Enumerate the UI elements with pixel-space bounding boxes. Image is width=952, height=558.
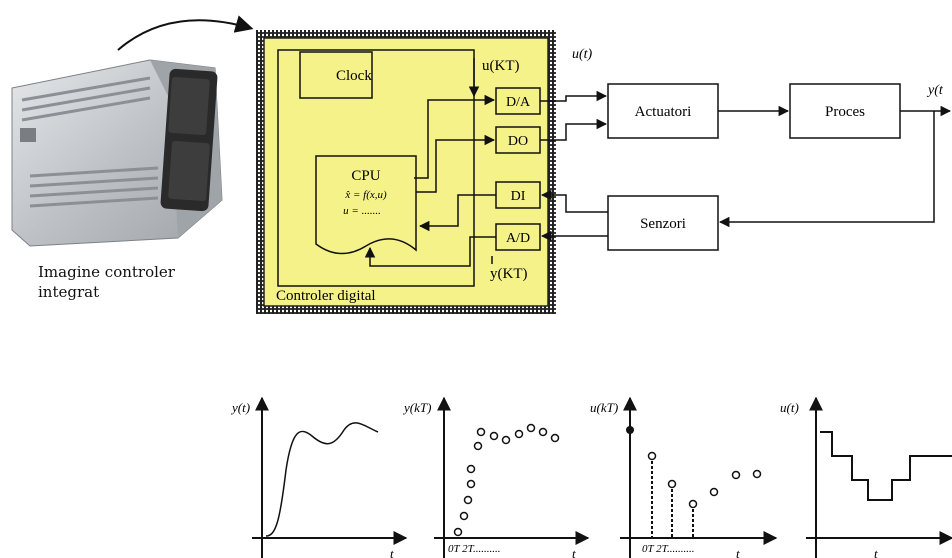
svg-text:y(kT): y(kT) xyxy=(402,400,431,415)
ecu-caption-line-2: integrat xyxy=(38,283,100,301)
sample-point xyxy=(473,441,483,451)
senzori-label: Senzori xyxy=(640,216,686,232)
sample-point xyxy=(476,427,486,437)
port-di xyxy=(495,181,541,209)
ecu-image xyxy=(11,59,223,247)
external-wiring xyxy=(540,90,952,242)
port-di-label: DI xyxy=(511,189,526,204)
sample-point xyxy=(453,527,463,537)
sample-point xyxy=(550,433,560,443)
senzori-block xyxy=(607,195,719,251)
ecu-caption-line-1: Imagine controler xyxy=(38,263,175,281)
svg-text:t: t xyxy=(736,546,740,558)
plot-y-sampled: y(kT) t 0T 2T.......... xyxy=(402,396,590,558)
cpu-block xyxy=(315,155,417,255)
controller-title: Controler digital xyxy=(276,288,376,304)
pointer-arrow xyxy=(117,15,254,51)
clock-label: Clock xyxy=(336,68,372,84)
svg-text:t: t xyxy=(874,546,878,558)
cpu-equation-2: u = ....... xyxy=(343,205,381,217)
svg-text:0T 2T..........: 0T 2T.......... xyxy=(448,543,500,555)
u-t-label: u(t) xyxy=(572,47,593,62)
sample-point xyxy=(459,511,469,521)
svg-text:t: t xyxy=(572,546,576,558)
u-kt-label: u(KT) xyxy=(482,58,520,74)
y-t-label: y(t xyxy=(926,83,944,98)
sample-point xyxy=(526,423,536,433)
sample-point xyxy=(501,435,511,445)
plot-u-continuous: u(t) t xyxy=(780,396,952,558)
port-da xyxy=(495,87,541,115)
sample-point xyxy=(466,464,476,474)
port-do-label: DO xyxy=(508,134,528,149)
svg-text:y(t): y(t) xyxy=(230,400,250,415)
ecu-caption: Imagine controler integrat xyxy=(38,262,208,302)
port-da-label: D/A xyxy=(506,95,531,110)
port-ad xyxy=(495,223,541,251)
sample-point xyxy=(489,431,499,441)
plot-y-continuous: y(t) t xyxy=(230,396,408,558)
svg-text:0T 2T..........: 0T 2T.......... xyxy=(642,543,694,555)
svg-text:t: t xyxy=(390,546,394,558)
cpu-equation-1: x̂ = f(x,u) xyxy=(344,189,387,201)
plot-u-sampled: u(kT) t 0T 2T.......... xyxy=(590,396,778,558)
actuatori-block xyxy=(607,83,719,139)
proces-label: Proces xyxy=(825,104,865,120)
internal-wiring xyxy=(364,58,496,267)
sample-point xyxy=(463,495,473,505)
clock-block xyxy=(299,51,373,99)
cpu-label: CPU xyxy=(351,168,380,184)
sample-point xyxy=(514,429,524,439)
sample-point xyxy=(538,427,548,437)
svg-text:u(kT): u(kT) xyxy=(590,400,618,415)
sample-point xyxy=(466,479,476,489)
svg-text:u(t): u(t) xyxy=(780,400,799,415)
port-ad-label: A/D xyxy=(506,231,530,246)
actuatori-label: Actuatori xyxy=(635,104,692,120)
y-kt-label: y(KT) xyxy=(490,266,528,282)
